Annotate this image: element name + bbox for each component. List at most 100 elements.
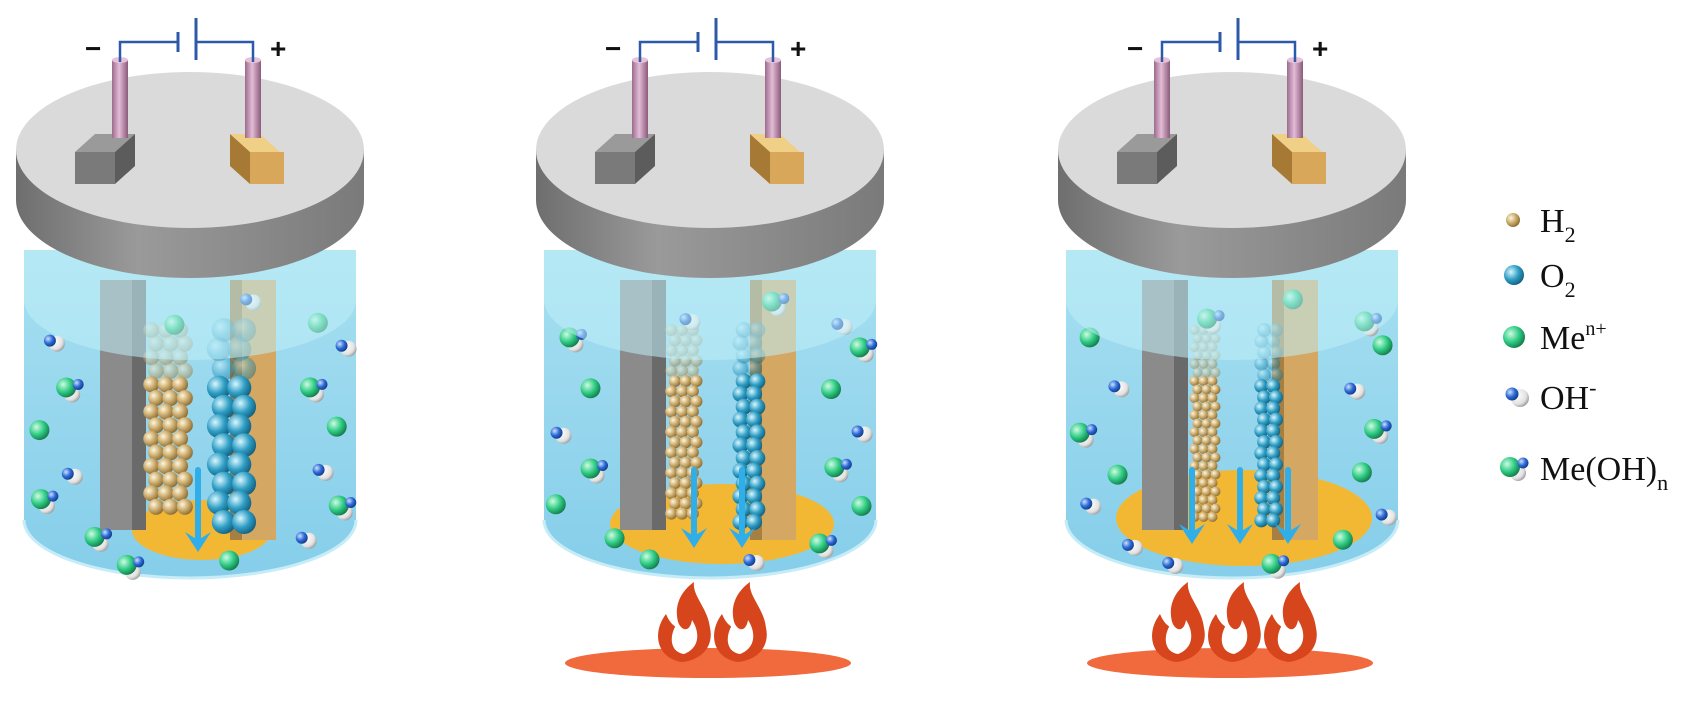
metal-ion [1351,462,1372,483]
legend-item-o2: O2 [1504,258,1576,302]
hydroxide-ion [550,426,572,444]
metal-hydroxide [580,458,609,484]
metal-ion [580,378,601,399]
down-arrow-icon [729,467,755,548]
hydroxide-ion [1080,497,1102,515]
metal-hydroxide [299,377,328,403]
flame-icon [1152,582,1205,662]
o2-bubble-icon [1504,265,1524,285]
cathode-rod [1154,60,1170,138]
flame-icon [714,582,767,662]
cell-3: −+ [1058,18,1406,678]
metal-ion [1332,529,1353,550]
down-arrow-icon [1179,467,1205,544]
metal-hydroxide [1261,553,1290,579]
anode-terminal [230,134,280,152]
positive-terminal-sign: + [270,33,286,64]
legend-item-metal-hydroxide: Me(OH)n [1500,451,1668,495]
down-arrow-icon [185,467,211,552]
metal-hydroxide-icon [1500,457,1529,481]
wire-negative [638,40,698,62]
metal-ion [29,420,50,441]
legend-item-hydroxide: OH- [1505,375,1596,417]
metal-ion [1107,464,1128,485]
legend-label-hydroxide: OH- [1540,375,1596,417]
cell-2: −+ [536,18,884,678]
hydroxide-ion [43,334,65,352]
h2-bubble-icon [1506,213,1520,227]
metal-hydroxide [809,533,837,559]
hydroxide-ion [1375,508,1397,526]
hydroxide-ion-icon [1505,387,1529,407]
water-surface [24,250,356,360]
metal-hydroxide [56,377,84,403]
h2-bubbles [665,324,703,520]
anode-terminal [750,134,800,152]
wire-positive [1238,40,1297,62]
hydroxide-ion [312,463,334,481]
water-surface [1066,250,1398,360]
hydroxide-ion [335,339,357,357]
water-surface [544,250,876,360]
hydroxide-ion [61,467,83,485]
down-arrow-icon [1227,467,1253,544]
legend: H2 O2 Men+ OH- Me(OH)n [1500,203,1668,495]
wire-positive [196,40,255,62]
anode-rod [1287,60,1303,138]
hydroxide-ion [1162,556,1184,574]
flame-icon [1208,582,1261,662]
metal-ion [326,416,347,437]
metal-hydroxide [30,489,59,515]
metal-hydroxide [824,457,852,483]
lid-top [536,72,884,228]
flame-icon [658,582,711,662]
anode-rod [765,60,781,138]
metal-hydroxide [328,495,357,521]
metal-ion [1372,335,1393,356]
negative-terminal-sign: − [1127,33,1143,64]
metal-ion-icon [1503,326,1525,348]
metal-hydroxide [84,526,113,552]
positive-terminal-sign: + [790,33,806,64]
metal-hydroxide [1069,422,1098,448]
negative-terminal-sign: − [85,33,101,64]
anode-rod [245,60,261,138]
metal-ion [821,379,842,400]
metal-ion [639,549,660,570]
lid-top [16,72,364,228]
metal-ion [219,550,240,571]
metal-ion [604,528,625,549]
metal-ion [545,494,566,515]
wire-negative [1160,40,1220,62]
legend-label-o2: O2 [1540,258,1576,302]
negative-terminal-sign: − [605,33,621,64]
legend-label-h2: H2 [1540,203,1576,247]
hydroxide-ion [1108,380,1130,398]
hydroxide-ion [1121,538,1143,556]
cathode-rod [112,60,128,138]
down-arrow-icon [681,467,707,548]
metal-hydroxide [116,554,145,580]
metal-ion [851,495,872,516]
legend-label-metal-hydroxide: Me(OH)n [1540,451,1668,495]
down-arrow-icon [1275,467,1301,544]
legend-label-metal-ion: Men+ [1540,318,1607,357]
hotplate [565,648,851,678]
anode-terminal [1272,134,1322,152]
hydroxide-ion [1344,382,1366,400]
legend-item-metal-ion: Men+ [1503,318,1607,357]
metal-hydroxide [849,337,878,363]
hydroxide-ion [851,425,873,443]
lid-top [1058,72,1406,228]
positive-terminal-sign: + [1312,33,1328,64]
legend-item-h2: H2 [1506,203,1576,247]
cell-1: −+ [16,18,364,580]
hydroxide-ion [295,531,317,549]
hydroxide-ion [743,553,765,571]
metal-hydroxide [1364,418,1392,444]
cathode-rod [632,60,648,138]
flame-icon [1264,582,1317,662]
wire-negative [118,40,178,62]
wire-positive [716,40,775,62]
